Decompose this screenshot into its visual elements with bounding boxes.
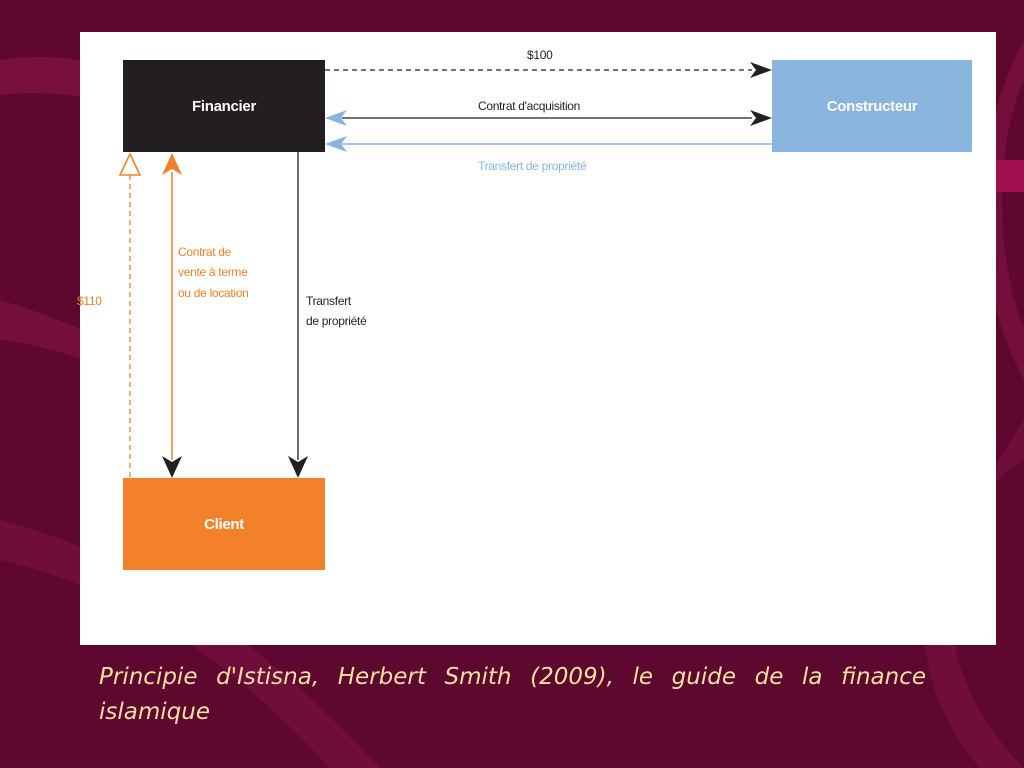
node-constructeur: Constructeur <box>772 60 972 152</box>
diagram-panel: Financier Constructeur Client $100 Contr… <box>77 32 996 645</box>
arrowhead-ownership-to-client <box>288 456 308 478</box>
node-constructeur-label: Constructeur <box>826 97 918 115</box>
label-sale-contract-line: Contrat de <box>178 245 232 259</box>
label-ownership-to-client-line: Transfert <box>306 294 351 308</box>
node-client-label: Client <box>204 515 244 533</box>
node-financier: Financier <box>123 60 325 152</box>
node-financier-label: Financier <box>192 97 256 115</box>
arrowhead-acquisition-left <box>325 110 347 126</box>
label-sale-contract-line: vente à terme <box>178 265 248 280</box>
arrowhead-payment-from-client <box>118 152 142 176</box>
label-ownership-to-client: Transfert de propriété <box>306 291 367 332</box>
label-ownership-to-client-line: de propriété <box>306 314 367 329</box>
node-client: Client <box>123 478 325 570</box>
arrowhead-payment-to-constructor <box>750 62 772 78</box>
label-payment-from-client: $110 <box>77 294 102 308</box>
diagram-connectors <box>118 62 772 478</box>
slide-caption: Principie d'Istisna, Herbert Smith (2009… <box>99 664 926 725</box>
arrowhead-ownership-to-financier <box>325 136 347 152</box>
arrowhead-acquisition-right <box>750 110 772 126</box>
label-acquisition-contract: Contrat d'acquisition <box>478 99 581 113</box>
arrowhead-sale-down <box>162 456 182 478</box>
label-ownership-to-financier: Transfert de propriété <box>478 159 587 173</box>
label-sale-contract: Contrat de vente à terme ou de location <box>178 242 249 303</box>
arrowhead-sale-up <box>162 153 182 175</box>
label-payment-to-constructor: $100 <box>527 48 553 62</box>
label-sale-contract-line: ou de location <box>178 285 249 300</box>
